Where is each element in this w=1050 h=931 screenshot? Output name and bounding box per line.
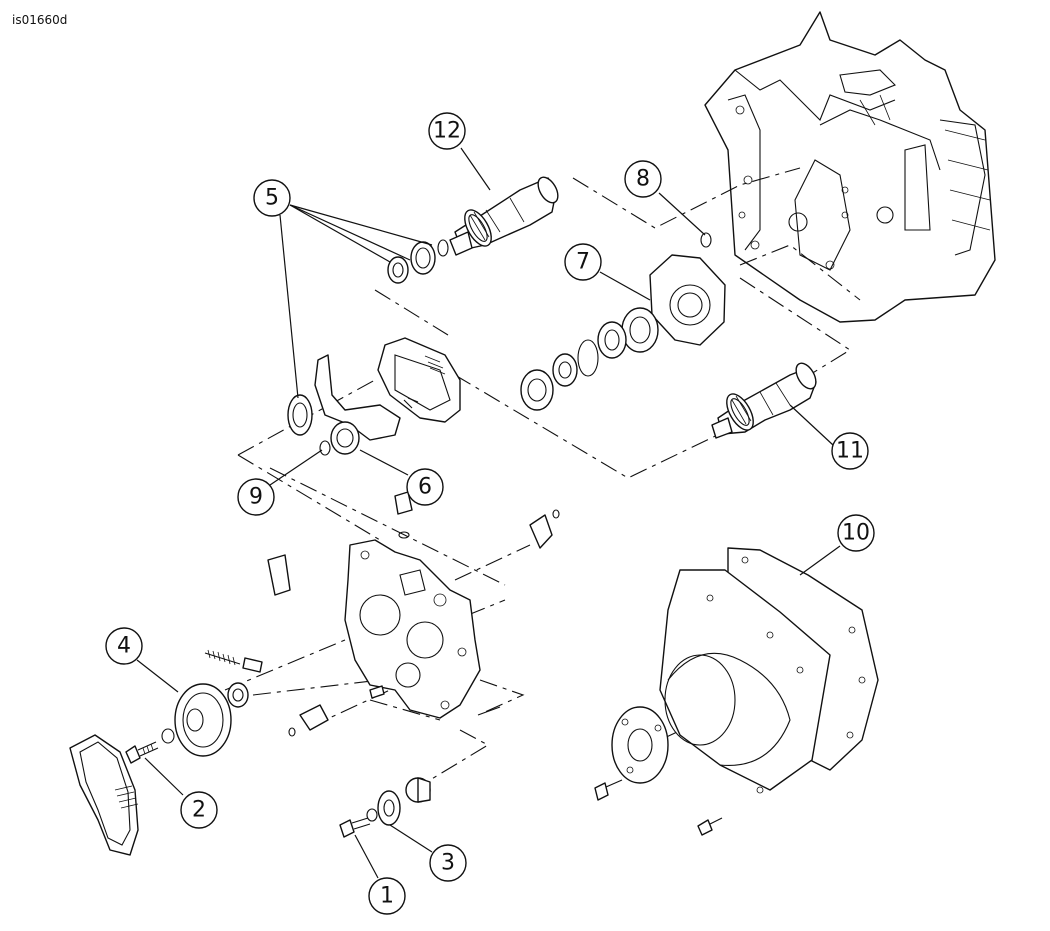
callout-8: 8	[624, 160, 662, 198]
callout-8-label: 8	[636, 167, 650, 192]
callout-2: 2	[180, 791, 218, 829]
callout-6-label: 6	[418, 475, 432, 500]
cam-drive-chain	[69, 734, 139, 856]
callout-5: 5	[253, 179, 291, 217]
gear-bolt	[125, 741, 159, 764]
cam-cover	[594, 547, 879, 836]
crankcase	[704, 11, 996, 323]
callout-11-label: 11	[836, 439, 864, 464]
callout-11: 11	[831, 432, 869, 470]
callout-6: 6	[406, 468, 444, 506]
callout-12: 12	[428, 112, 466, 150]
callout-4: 4	[105, 627, 143, 665]
callout-12-label: 12	[433, 119, 461, 144]
callout-2-label: 2	[192, 798, 206, 823]
oil-pump-cap	[394, 491, 413, 539]
camshaft-rear	[449, 176, 559, 256]
callout-9: 9	[237, 478, 275, 516]
callout-4-label: 4	[117, 634, 131, 659]
callout-10: 10	[837, 514, 875, 552]
callout-1-label: 1	[380, 884, 394, 909]
figure-id: is01660d	[12, 13, 68, 27]
callout-1: 1	[368, 877, 406, 915]
retaining-ring-8	[700, 232, 712, 248]
camshaft-front	[711, 362, 817, 439]
crank-sprocket	[339, 777, 431, 838]
callout-7-label: 7	[576, 250, 590, 275]
callout-5-label: 5	[265, 186, 279, 211]
drive-gear	[161, 683, 232, 757]
callout-10-label: 10	[842, 521, 870, 546]
upper-bushings	[387, 239, 449, 284]
chain-tensioner-parts	[204, 649, 501, 737]
chain-and-guide-plate	[287, 337, 461, 456]
leader-lines	[136, 147, 841, 879]
cam-support-plate	[267, 509, 560, 719]
bearing-stack	[520, 254, 726, 411]
callout-3: 3	[429, 844, 467, 882]
callout-9-label: 9	[249, 485, 263, 510]
callout-3-label: 3	[441, 851, 455, 876]
callout-7: 7	[564, 243, 602, 281]
